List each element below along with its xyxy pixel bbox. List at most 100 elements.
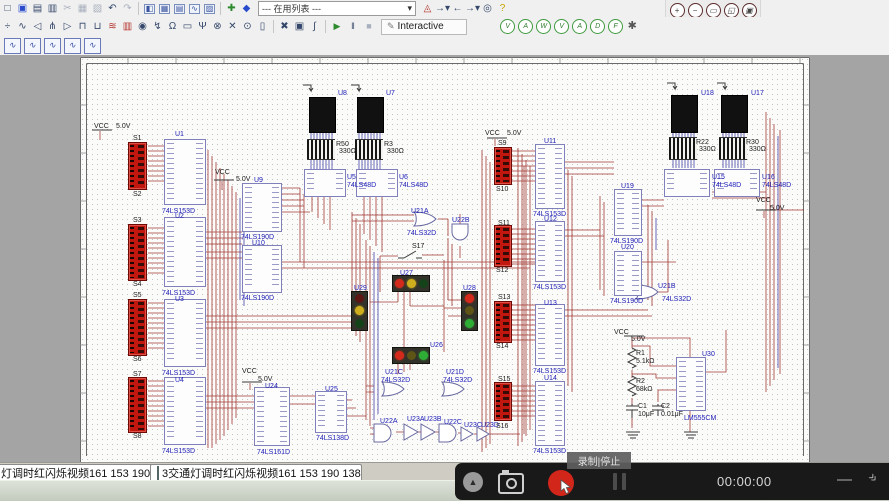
display-u7[interactable] — [357, 97, 384, 133]
bus-icon[interactable]: ∫ — [313, 20, 316, 32]
grapher-icon[interactable]: ∿ — [189, 3, 200, 14]
postprocessor-icon[interactable]: ▨ — [203, 3, 216, 14]
place-source-icon[interactable]: ÷ — [4, 20, 11, 32]
forward-annotate-icon[interactable]: →▾ — [464, 2, 481, 14]
probe-power-icon[interactable]: W — [536, 19, 552, 34]
place-connector-icon[interactable]: ⊙ — [243, 20, 252, 32]
probe-current-icon[interactable]: A — [518, 19, 534, 34]
database-manager-icon[interactable]: ◆ — [242, 2, 251, 14]
ic-u4[interactable] — [164, 377, 206, 445]
transfer-ultiboard-icon[interactable]: →▾ — [434, 2, 451, 14]
print-preview-icon[interactable]: ▥ — [47, 2, 58, 14]
ic-u2[interactable] — [164, 217, 206, 287]
traffic-light-u29[interactable] — [351, 291, 368, 331]
place-misc-digital-icon[interactable]: ≋ — [108, 20, 117, 32]
ic-u20[interactable] — [614, 251, 642, 296]
ic-u1[interactable] — [164, 139, 206, 205]
ic-u12[interactable] — [535, 221, 565, 282]
dip-s3-s4[interactable] — [128, 224, 147, 281]
interactive-simulation-button[interactable]: ✎ Interactive — [381, 18, 467, 35]
place-peripherals-icon[interactable]: ▭ — [182, 20, 193, 32]
paste-icon[interactable]: ▧ — [92, 2, 103, 14]
stop-button[interactable]: ■ — [366, 21, 372, 31]
ic-u19[interactable] — [614, 189, 642, 236]
back-annotate-icon[interactable]: ← — [452, 2, 463, 14]
dip-s11-s12[interactable] — [494, 225, 512, 267]
ic-u9[interactable] — [242, 183, 282, 232]
display-u18[interactable] — [671, 95, 698, 133]
ic-u11[interactable] — [535, 144, 565, 209]
spreadsheet-view-icon[interactable]: ▦ — [158, 3, 171, 14]
ic-u3[interactable] — [164, 299, 206, 367]
zoom-in-icon[interactable]: + — [669, 2, 685, 18]
fullscreen-icon[interactable]: ▣ — [741, 2, 757, 18]
dip-s9-s10[interactable] — [494, 147, 512, 185]
place-ni-icon[interactable]: ✕ — [228, 20, 237, 32]
graph-view-icon-4[interactable]: ∿ — [63, 37, 81, 54]
ic-u24[interactable] — [254, 387, 290, 446]
place-mixed-icon[interactable]: ▥ — [122, 20, 133, 32]
cut-icon[interactable]: ✂ — [63, 2, 72, 14]
graph-view-icon-2[interactable]: ∿ — [23, 37, 41, 54]
dip-s5-s6[interactable] — [128, 299, 147, 356]
copy-icon[interactable]: ▦ — [77, 2, 88, 14]
probe-voltage-icon[interactable]: V — [500, 19, 516, 34]
probe-settings-gear-icon[interactable]: ✱ — [627, 20, 637, 32]
ic-u5[interactable] — [304, 169, 346, 197]
ic-u30[interactable] — [676, 357, 706, 411]
place-mcu-icon[interactable]: ▯ — [259, 20, 266, 32]
probe-frequency-icon[interactable]: F — [608, 19, 624, 34]
traffic-light-u27[interactable] — [392, 275, 430, 292]
redo-icon[interactable]: ↷ — [123, 2, 132, 14]
place-electromech-icon[interactable]: ⊗ — [213, 20, 222, 32]
place-misc-icon[interactable]: Ω — [168, 20, 177, 32]
screenshot-camera-icon[interactable] — [498, 470, 524, 494]
run-button[interactable]: ▶ — [333, 21, 341, 31]
dip-s15-s16[interactable] — [494, 382, 512, 421]
traffic-light-u26[interactable] — [392, 347, 430, 364]
resnet-r50[interactable] — [307, 139, 335, 160]
place-indicator-icon[interactable]: ◉ — [138, 20, 147, 32]
delete-icon[interactable]: ✖ — [280, 20, 289, 32]
place-analog-icon[interactable]: ▷ — [63, 20, 72, 32]
pause-button[interactable]: ‖ — [351, 21, 355, 31]
place-diode-icon[interactable]: ◁ — [33, 20, 42, 32]
dip-s13-s14[interactable] — [494, 301, 512, 343]
ic-u15[interactable] — [664, 169, 710, 197]
graph-view-icon-3[interactable]: ∿ — [43, 37, 61, 54]
graph-view-icon-5[interactable]: ∿ — [83, 37, 101, 54]
ic-u25[interactable] — [315, 391, 347, 433]
dip-s7-s8[interactable] — [128, 377, 147, 433]
chevron-collapse-icon[interactable]: » — [865, 468, 883, 486]
resnet-r3[interactable] — [355, 139, 383, 160]
drag-handle[interactable] — [613, 473, 629, 490]
zoom-area-icon[interactable]: ▭ — [705, 2, 721, 18]
ic-u10[interactable] — [242, 245, 282, 293]
dip-s1-s2[interactable] — [128, 142, 147, 190]
display-u17[interactable] — [721, 95, 748, 133]
place-transistor-icon[interactable]: ⋔ — [48, 20, 57, 32]
erc-icon[interactable]: ◬ — [423, 2, 432, 14]
resnet-r22[interactable] — [669, 137, 697, 160]
collapse-button[interactable]: ▲ — [463, 472, 483, 492]
design-tab-1[interactable]: 灯调时红闪烁视频161 153 190 138 — [0, 464, 160, 481]
print-icon[interactable]: ▤ — [32, 2, 43, 14]
ic-u16[interactable] — [714, 169, 760, 197]
component-wizard-icon[interactable]: ✚ — [227, 2, 236, 14]
zoom-out-icon[interactable]: − — [687, 2, 703, 18]
probe-digital-icon[interactable]: D — [590, 19, 606, 34]
traffic-light-u28[interactable] — [461, 291, 478, 331]
undo-icon[interactable]: ↶ — [108, 2, 117, 14]
minimize-icon[interactable]: — — [837, 471, 852, 488]
place-rf-icon[interactable]: Ψ — [198, 20, 207, 32]
in-use-list-dropdown[interactable]: --- 在用列表 --- ▾ — [258, 1, 416, 16]
place-ttl-icon[interactable]: ⊓ — [78, 20, 87, 32]
place-cmos-icon[interactable]: ⊔ — [93, 20, 102, 32]
ic-u14[interactable] — [535, 381, 565, 446]
zoom-fit-icon[interactable]: ◱ — [723, 2, 739, 18]
place-power-icon[interactable]: ↯ — [153, 20, 162, 32]
display-u8[interactable] — [309, 97, 336, 133]
probe-current-ref-icon[interactable]: A — [572, 19, 588, 34]
design-toolbox-icon[interactable]: ◧ — [143, 3, 156, 14]
